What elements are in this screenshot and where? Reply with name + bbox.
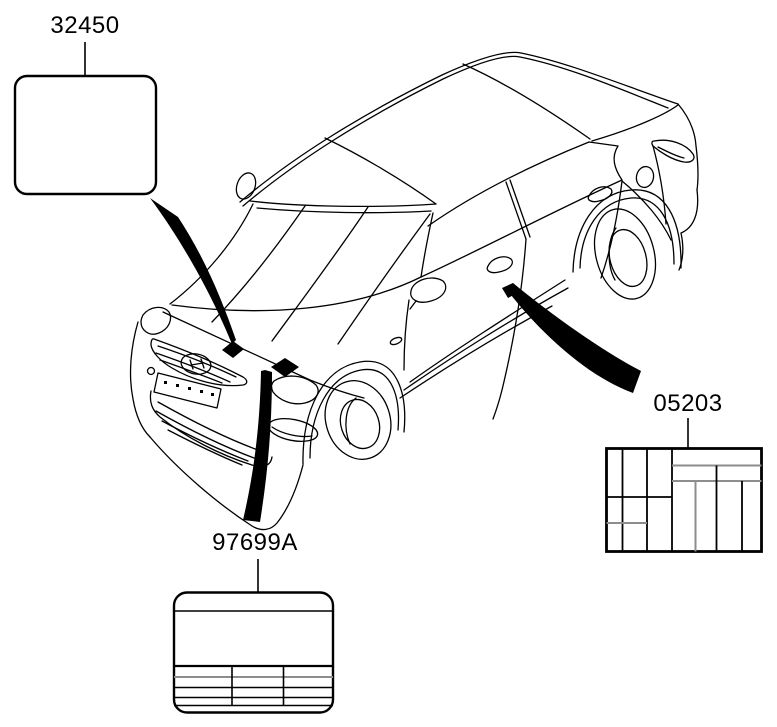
front-fascia bbox=[129, 306, 319, 531]
side-mirror bbox=[410, 277, 447, 303]
license-plate bbox=[153, 372, 222, 409]
door-label-marker bbox=[502, 283, 519, 298]
side-windows bbox=[420, 141, 623, 278]
rear-quarter bbox=[591, 103, 699, 271]
hood-label-marker bbox=[222, 341, 244, 358]
far-side-mirror bbox=[235, 172, 257, 200]
upper-grille bbox=[150, 338, 248, 387]
front-panel-label-marker bbox=[271, 358, 299, 377]
leader-arrow-engine-bay bbox=[150, 198, 236, 344]
fog-lamp bbox=[267, 417, 319, 443]
tow-hook-cap bbox=[146, 366, 156, 376]
brand-logo bbox=[180, 353, 212, 375]
rear-wheel bbox=[572, 189, 682, 300]
fuel-door bbox=[635, 165, 655, 189]
callout-box-32450 bbox=[13, 74, 158, 196]
windshield bbox=[249, 137, 437, 214]
leader-arrow-door bbox=[507, 283, 641, 393]
side-repeater bbox=[389, 336, 403, 346]
front-door-handle bbox=[486, 256, 514, 274]
callout-box-97699A bbox=[172, 591, 335, 714]
headlamp-far bbox=[140, 306, 172, 335]
part-number-05203: 05203 bbox=[653, 390, 723, 417]
leader-arrow-front-panel bbox=[243, 370, 272, 522]
part-number-97699A: 97699A bbox=[212, 529, 298, 556]
part-number-32450: 32450 bbox=[50, 12, 120, 39]
vehicle-illustration bbox=[129, 51, 699, 531]
callout-box-05203 bbox=[605, 447, 763, 553]
roofline bbox=[239, 51, 679, 207]
hood bbox=[162, 203, 431, 399]
lower-grille bbox=[149, 390, 273, 468]
front-wheel bbox=[302, 360, 406, 465]
